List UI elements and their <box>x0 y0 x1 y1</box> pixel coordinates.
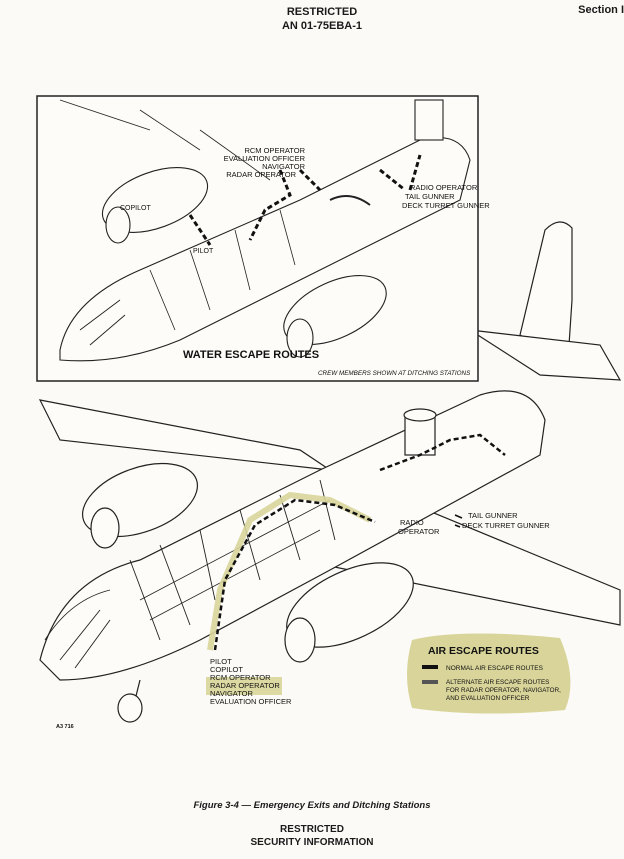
air-aft-label-tail: TAIL GUNNER <box>468 511 518 520</box>
water-escape-aircraft-drawing <box>59 99 471 362</box>
legend-alternate-text-1: ALTERNATE AIR ESCAPE ROUTES <box>446 679 549 686</box>
air-forward-labels-highlight <box>206 677 282 695</box>
air-escape-aircraft-drawing <box>38 221 622 723</box>
figure-caption: Figure 3-4 — Emergency Exits and Ditchin… <box>193 800 431 811</box>
air-label-radio-1: RADIO <box>400 518 424 527</box>
air-forward-label-nav: NAVIGATOR <box>210 689 254 698</box>
air-forward-label-pilot: PILOT <box>210 657 232 666</box>
water-escape-title: WATER ESCAPE ROUTES <box>183 349 319 361</box>
alternate-escape-route-highlight <box>207 491 372 651</box>
water-aft-label-deck: DECK TURRET GUNNER <box>402 201 490 210</box>
water-label-copilot: COPILOT <box>120 205 151 212</box>
water-crew-label-eval: EVALUATION OFFICER <box>224 154 306 163</box>
air-label-radio-2: OPERATOR <box>398 527 440 536</box>
water-crew-label-nav: NAVIGATOR <box>262 162 306 171</box>
legend-title: AIR ESCAPE ROUTES <box>428 645 539 657</box>
legend-alternate-swatch <box>422 680 438 684</box>
air-escape-legend: AIR ESCAPE ROUTES NORMAL AIR ESCAPE ROUT… <box>407 633 571 714</box>
header-restricted: RESTRICTED <box>286 6 358 18</box>
air-forward-label-eval: EVALUATION OFFICER <box>210 697 292 706</box>
water-crew-label-rcm: RCM OPERATOR <box>244 146 305 155</box>
aft-escape-route-line <box>379 433 506 472</box>
header-section: Section I <box>578 4 624 16</box>
legend-alternate-text-2: FOR RADAR OPERATOR, NAVIGATOR, <box>446 687 561 694</box>
air-forward-label-copilot: COPILOT <box>210 665 243 674</box>
legend-normal-swatch <box>422 665 438 669</box>
water-aft-label-tail: TAIL GUNNER <box>405 192 455 201</box>
footer-security-information: SECURITY INFORMATION <box>250 837 374 848</box>
air-aft-label-deck: DECK TURRET GUNNER <box>462 521 550 530</box>
legend-normal-text: NORMAL AIR ESCAPE ROUTES <box>446 665 544 672</box>
air-forward-label-radar: RADAR OPERATOR <box>210 681 280 690</box>
water-escape-route-line <box>188 154 422 246</box>
water-aft-label-radio: RADIO OPERATOR <box>410 183 478 192</box>
water-label-pilot: PILOT <box>193 248 214 255</box>
footer-restricted: RESTRICTED <box>280 824 344 835</box>
water-crew-label-radar: RADAR OPERATOR <box>226 170 296 179</box>
water-escape-note: CREW MEMBERS SHOWN AT DITCHING STATIONS <box>318 370 471 377</box>
air-forward-label-rcm: RCM OPERATOR <box>210 673 271 682</box>
legend-alternate-text-3: AND EVALUATION OFFICER <box>446 695 530 702</box>
normal-escape-route-line <box>213 498 376 651</box>
header-manual-number: AN 01-75EBA-1 <box>281 20 363 32</box>
plate-number: A3 716 <box>56 724 74 730</box>
